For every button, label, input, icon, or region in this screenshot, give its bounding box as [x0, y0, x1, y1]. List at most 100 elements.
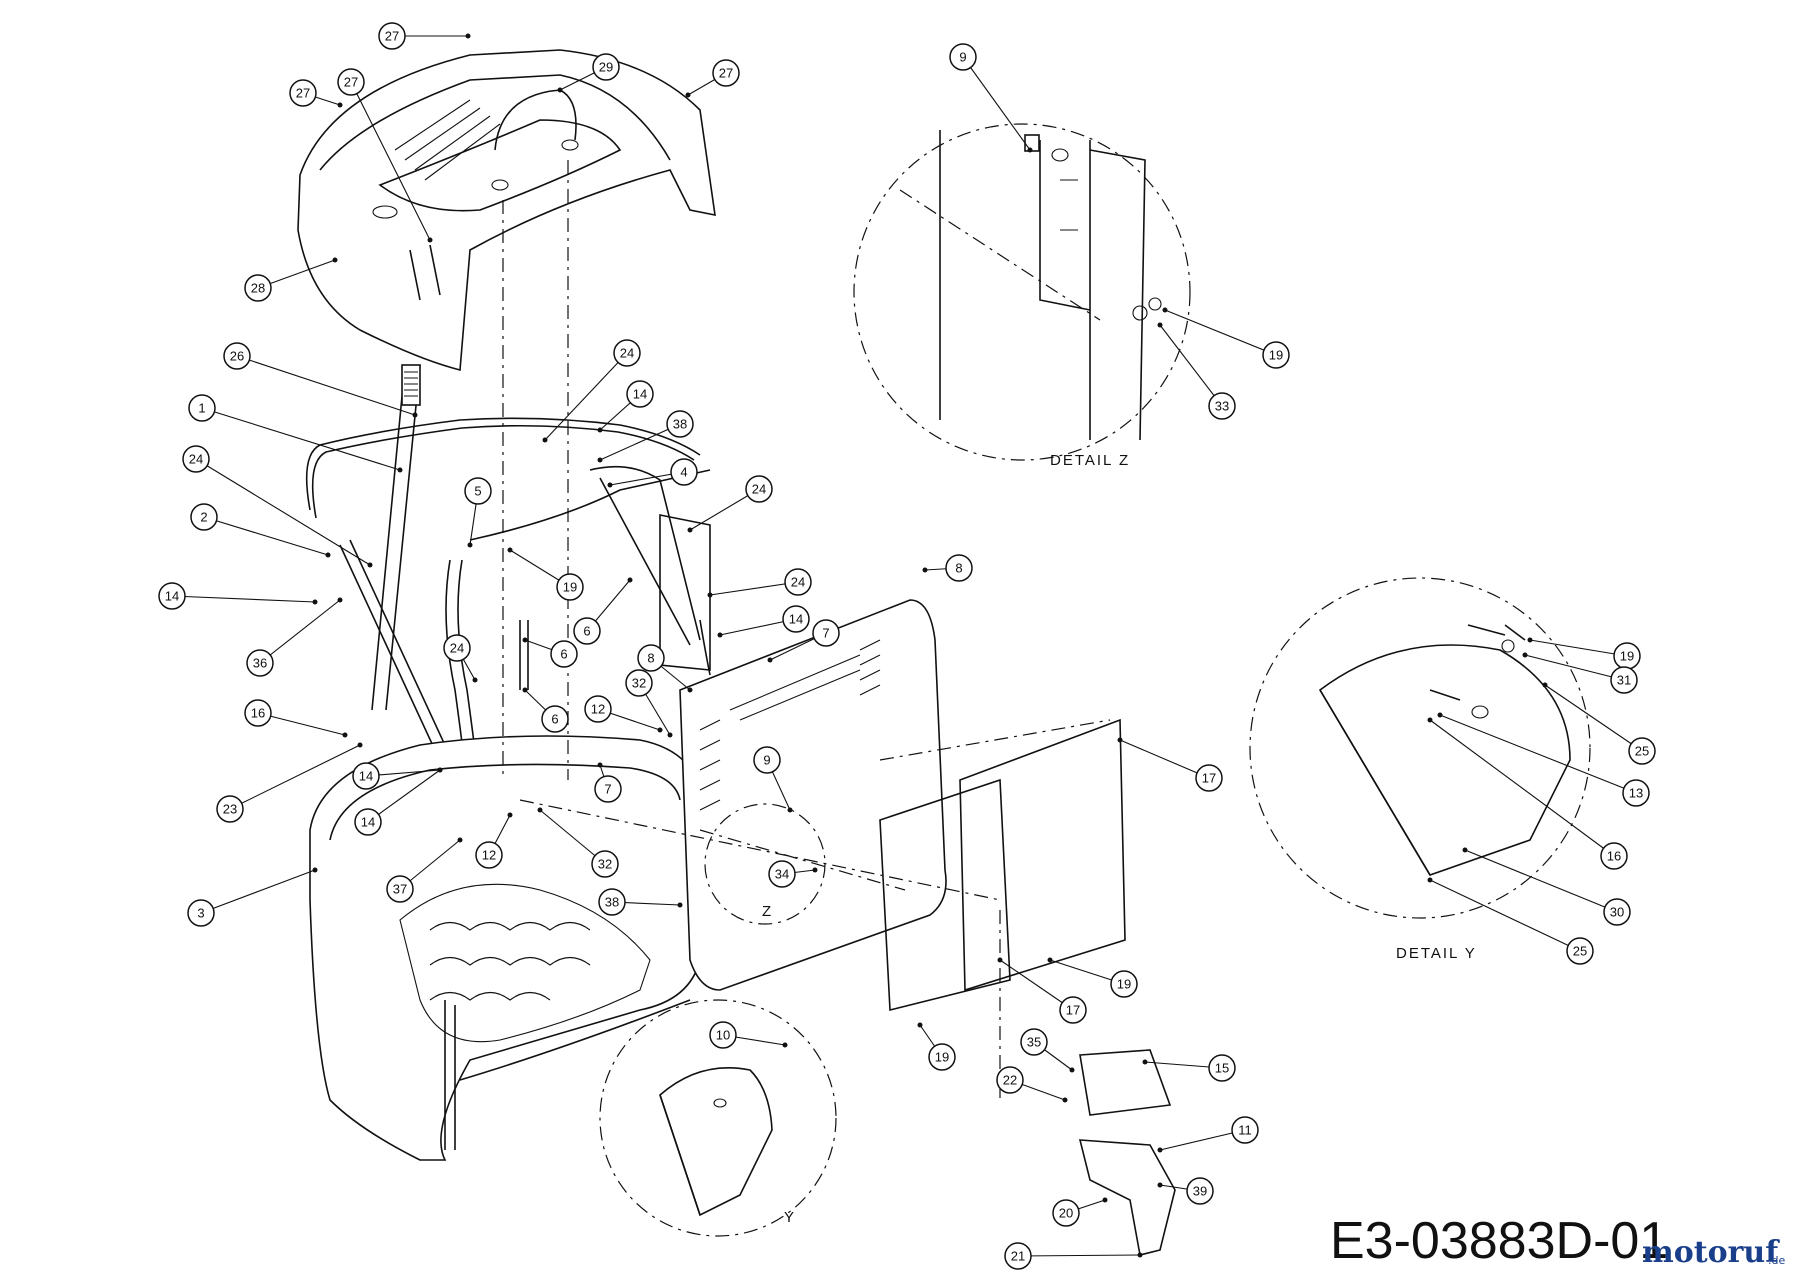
callout-19: 19 [507, 547, 584, 601]
callout-39: 39 [1157, 1177, 1214, 1205]
callout-24: 24 [707, 568, 812, 598]
callout-3: 3 [187, 867, 318, 927]
callout-27: 27 [378, 22, 471, 50]
callout-arrowhead [397, 467, 403, 473]
callout-number: 7 [822, 626, 829, 641]
callout-leader [257, 712, 346, 736]
callout-arrowhead [1427, 877, 1433, 883]
callout-bubble [1052, 1199, 1080, 1227]
rear-plate-drawing [679, 599, 1176, 1256]
callout-38: 38 [598, 888, 683, 916]
callout-arrowhead [342, 732, 348, 738]
callout-8: 8 [637, 644, 693, 693]
callout-31: 31 [1522, 652, 1638, 694]
callout-17: 17 [1117, 737, 1223, 792]
callout-bubble [556, 573, 584, 601]
callout-bubble [768, 860, 796, 888]
callout-11: 11 [1157, 1116, 1259, 1153]
callout-number: 11 [1238, 1123, 1252, 1138]
callout-arrowhead [437, 767, 443, 773]
callout-32: 32 [625, 669, 673, 738]
brand-main: motoruf [1642, 1235, 1780, 1270]
callout-number: 17 [1202, 771, 1216, 786]
callout-19: 19 [1162, 307, 1290, 369]
callout-number: 6 [560, 647, 567, 662]
detail-y-label: DETAIL Y [1396, 945, 1477, 962]
callout-bubble [928, 1043, 956, 1071]
callout-number: 10 [716, 1028, 730, 1043]
callout-bubble [475, 841, 503, 869]
callout-bubble [1208, 1054, 1236, 1082]
callout-leader [350, 81, 431, 241]
callout-1: 1 [188, 394, 403, 473]
callout-14: 14 [717, 605, 810, 638]
callout-arrowhead [997, 957, 1003, 963]
callout-leader [1164, 309, 1277, 356]
callout-arrowhead [325, 552, 331, 558]
detail-z-label: DETAIL Z [1050, 452, 1130, 469]
callout-arrowhead [782, 1042, 788, 1048]
callout-number: 4 [680, 465, 687, 480]
callout-number: 24 [791, 575, 805, 590]
callout-27: 27 [337, 68, 433, 243]
callout-21: 21 [1004, 1242, 1143, 1270]
callout-number: 23 [223, 802, 237, 817]
callout-leader [367, 769, 441, 823]
callout-arrowhead [1102, 1197, 1108, 1203]
callout-20: 20 [1052, 1197, 1108, 1227]
callout-number: 24 [620, 346, 634, 361]
callout-number: 35 [1027, 1035, 1041, 1050]
callout-arrowhead [1437, 712, 1443, 718]
callout-bubble [625, 669, 653, 697]
callout-arrowhead [465, 33, 471, 39]
callout-bubble [289, 79, 317, 107]
callout-30: 30 [1462, 847, 1631, 926]
callout-9: 9 [949, 43, 1033, 153]
callout-arrowhead [597, 427, 603, 433]
callout-arrowhead [1157, 322, 1163, 328]
callout-arrowhead [657, 727, 663, 733]
callout-bubble [670, 458, 698, 486]
callout-number: 31 [1617, 673, 1631, 688]
callout-arrowhead [1522, 652, 1528, 658]
callout-number: 36 [253, 656, 267, 671]
callout-number: 3 [197, 906, 204, 921]
callout-arrowhead [787, 807, 793, 813]
callout-leader [1464, 849, 1618, 913]
callout-leader [1017, 1254, 1141, 1257]
callout-arrowhead [542, 437, 548, 443]
callout-arrowhead [367, 562, 373, 568]
callout-leader [1429, 719, 1615, 857]
callout-number: 13 [1629, 786, 1643, 801]
callout-arrowhead [357, 742, 363, 748]
callout-number: 6 [583, 624, 590, 639]
callout-14: 14 [352, 762, 443, 790]
callout-arrowhead [707, 592, 713, 598]
inset-z-letter: Z [762, 903, 773, 920]
callout-bubble [1600, 842, 1628, 870]
callout-arrowhead [597, 762, 603, 768]
callout-arrowhead [1462, 847, 1468, 853]
callout-number: 15 [1215, 1061, 1229, 1076]
callout-arrowhead [507, 547, 513, 553]
callout-number: 19 [1117, 977, 1131, 992]
callout-bubble [945, 554, 973, 582]
callout-arrowhead [767, 657, 773, 663]
callout-number: 8 [647, 651, 654, 666]
callout-19: 19 [917, 1022, 956, 1071]
callout-bubble [337, 68, 365, 96]
callout-bubble [594, 775, 622, 803]
callout-bubble [386, 875, 414, 903]
callout-arrowhead [677, 902, 683, 908]
callout-leader [1159, 324, 1223, 407]
callout-arrowhead [337, 102, 343, 108]
callout-number: 6 [551, 712, 558, 727]
callout-number: 20 [1059, 1206, 1073, 1221]
lid-cover-drawing [297, 49, 716, 372]
callout-leader [200, 869, 316, 914]
callout-leader [1544, 684, 1643, 752]
callout-arrowhead [522, 687, 528, 693]
callout-35: 35 [1020, 1028, 1075, 1073]
callout-leader [171, 595, 316, 603]
callout-arrowhead [1069, 1067, 1075, 1073]
